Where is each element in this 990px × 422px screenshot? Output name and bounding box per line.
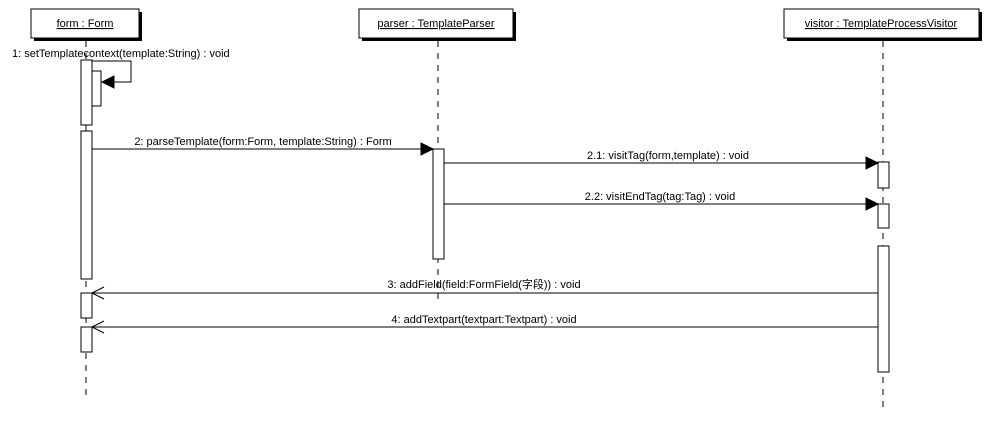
lifeline-visitor-label: visitor : TemplateProcessVisitor	[805, 18, 958, 30]
activation-visitor-1	[877, 161, 890, 189]
message-2-1-arrowhead	[865, 156, 880, 170]
message-2-2-arrowhead	[865, 197, 880, 211]
lifeline-form-box[interactable]	[30, 8, 140, 39]
message-3: 3: addField(field:FormField(字段)) : void	[90, 277, 878, 300]
lifeline-visitor: visitor : TemplateProcessVisitor	[783, 8, 982, 412]
activation-form-3	[80, 292, 93, 319]
lifeline-parser-box[interactable]	[358, 8, 514, 39]
message-2-1: 2.1: visitTag(form,template) : void	[444, 150, 880, 170]
message-2-arrowhead	[420, 142, 435, 156]
message-2-1-label: 2.1: visitTag(form,template) : void	[587, 150, 749, 162]
activation-form-2	[80, 130, 93, 280]
activation-parser-1	[432, 148, 445, 260]
activation-visitor-3	[877, 245, 890, 373]
lifeline-visitor-box[interactable]	[783, 8, 980, 39]
message-1-arrowhead	[100, 75, 115, 89]
lifeline-form-label: form : Form	[57, 18, 114, 30]
message-2-label: 2: parseTemplate(form:Form, template:Str…	[134, 136, 391, 148]
activation-form-1	[80, 59, 93, 126]
message-2-2-label: 2.2: visitEndTag(tag:Tag) : void	[585, 191, 735, 203]
message-4: 4: addTextpart(textpart:Textpart) : void	[90, 314, 878, 334]
message-1-line	[92, 60, 132, 83]
message-2: 2: parseTemplate(form:Form, template:Str…	[92, 136, 435, 156]
activation-visitor-2	[877, 203, 890, 229]
message-3-arrowhead	[90, 286, 105, 300]
message-1-label: 1: setTemplatecontext(template:String) :…	[12, 48, 230, 60]
lifeline-parser-label: parser : TemplateParser	[377, 18, 495, 30]
activation-form-4	[80, 326, 93, 353]
lifeline-parser: parser : TemplateParser	[358, 8, 516, 300]
message-3-label: 3: addField(field:FormField(字段)) : void	[387, 277, 580, 291]
message-2-2: 2.2: visitEndTag(tag:Tag) : void	[444, 191, 880, 211]
lifeline-form: form : Form	[30, 8, 142, 395]
message-1: 1: setTemplatecontext(template:String) :…	[12, 48, 230, 89]
message-4-arrowhead	[90, 320, 105, 334]
message-4-label: 4: addTextpart(textpart:Textpart) : void	[391, 314, 576, 326]
activation-form-self	[91, 70, 102, 107]
